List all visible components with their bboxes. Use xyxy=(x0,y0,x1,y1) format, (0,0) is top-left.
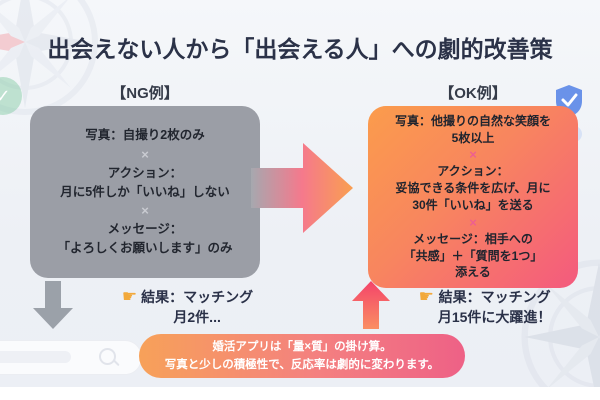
summary-banner-text: 婚活アプリは「量×質」の掛け算。 写真と少しの積極性で、反応率は劇的に変わります… xyxy=(164,340,440,371)
ok-result-text: 結果：マッチング 月15件に大躍進！ xyxy=(437,289,552,326)
arrow-right-icon xyxy=(251,143,353,233)
ng-heading: 【NG例】 xyxy=(111,85,179,102)
multiply-icon: × xyxy=(141,203,149,219)
ng-message-line: メッセージ： 「よろしくお願いします」のみ xyxy=(57,222,233,256)
ok-photo-line: 写真：他撮りの自然な笑顔を 5枚以上 xyxy=(394,113,551,145)
pointing-finger-icon: ☛ xyxy=(418,287,434,306)
ok-example-box: 写真：他撮りの自然な笑顔を 5枚以上 × アクション： 妥協できる条件を広げ、月… xyxy=(368,106,578,288)
ng-action-line: アクション： 月に5件しか「いいね」しない xyxy=(60,165,230,199)
search-icon-handle xyxy=(113,359,120,367)
search-icon xyxy=(99,348,116,365)
pointing-finger-icon: ☛ xyxy=(121,287,138,306)
ok-result: ☛ 結果：マッチング 月15件に大躍進！ xyxy=(392,287,578,328)
summary-banner: 婚活アプリは「量×質」の掛け算。 写真と少しの積極性で、反応率は劇的に変わります… xyxy=(139,334,465,378)
ok-action-line: アクション： 妥協できる条件を広げ、月に 30件「いいね」を送る xyxy=(395,164,551,212)
arrow-down-icon xyxy=(33,281,73,329)
ok-message-line: メッセージ：相手への 「共感」＋「質問を1つ」 添える xyxy=(403,231,543,280)
multiply-icon: × xyxy=(469,147,477,163)
check-circle-icon: ✓ xyxy=(0,77,22,115)
bottom-margin xyxy=(0,387,600,400)
ng-photo-line: 写真：自撮り2枚のみ xyxy=(85,128,205,143)
ng-result-text: 結果：マッチング 月2件... xyxy=(141,289,254,326)
ng-example-box: 写真：自撮り2枚のみ × アクション： 月に5件しか「いいね」しない × メッセ… xyxy=(30,106,260,278)
multiply-icon: × xyxy=(141,146,149,162)
multiply-icon: × xyxy=(469,214,477,230)
arrow-up-icon xyxy=(352,281,390,329)
search-placeholder-bar xyxy=(0,351,71,363)
ng-result: ☛ 結果：マッチング 月2件... xyxy=(80,287,295,328)
page-title: 出会えない人から「出会える人」への劇的改善策 xyxy=(47,36,553,62)
search-bar-decoration xyxy=(0,340,142,375)
ok-heading: 【OK例】 xyxy=(439,85,507,102)
